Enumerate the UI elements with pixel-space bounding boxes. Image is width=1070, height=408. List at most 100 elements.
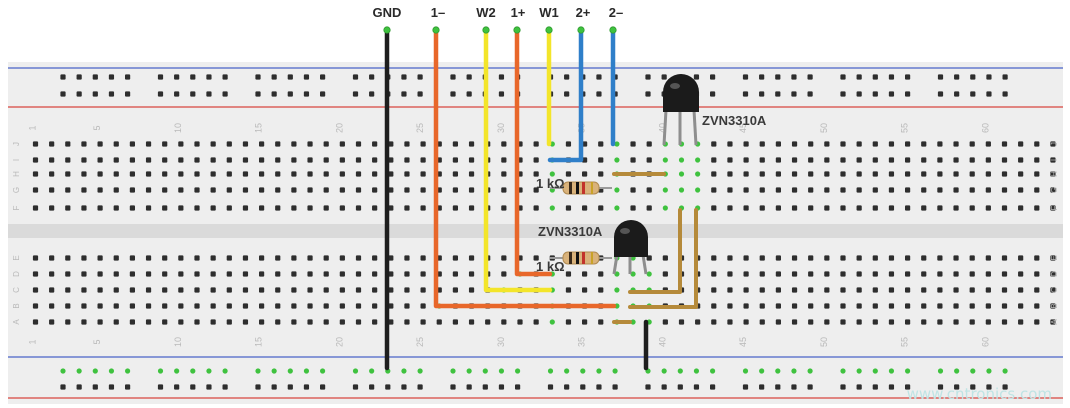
rail-hole <box>466 74 472 80</box>
hole <box>985 141 991 147</box>
hole <box>969 157 975 163</box>
hole <box>921 205 927 211</box>
hole <box>759 157 765 163</box>
rail-hole-active <box>775 368 781 374</box>
rail-hole-active <box>303 368 310 374</box>
hole-active <box>662 157 668 163</box>
rail-hole <box>125 74 131 80</box>
rail-hole-active <box>369 368 375 374</box>
hole <box>856 271 862 277</box>
hole <box>291 157 297 163</box>
hole <box>953 255 959 261</box>
hole <box>404 205 410 211</box>
rail-hole-active <box>564 368 570 374</box>
hole <box>323 319 329 325</box>
rail-hole <box>856 91 862 97</box>
column-number: 50 <box>819 337 829 347</box>
hole <box>32 187 39 193</box>
rail-hole-active <box>271 368 277 374</box>
hole <box>323 157 329 163</box>
hole <box>129 141 135 147</box>
hole <box>1001 157 1008 163</box>
hole <box>259 287 265 293</box>
rail-hole <box>287 74 293 80</box>
hole <box>420 319 426 325</box>
hole <box>194 287 200 293</box>
hole <box>711 157 717 163</box>
rail-hole <box>303 384 310 390</box>
rail-hole <box>108 384 115 390</box>
hole <box>1050 187 1056 193</box>
hole <box>388 171 394 177</box>
hole <box>49 187 55 193</box>
hole <box>1050 271 1056 277</box>
hole <box>162 171 168 177</box>
hole <box>242 271 249 277</box>
hole <box>501 319 507 325</box>
hole <box>888 157 895 163</box>
hole <box>468 255 475 261</box>
hole <box>404 141 410 147</box>
resistor-top-label: 1 kΩ <box>536 176 565 191</box>
hole <box>888 171 895 177</box>
hole <box>129 319 135 325</box>
rail-hole <box>645 384 651 390</box>
hole <box>533 157 539 163</box>
hole <box>727 271 733 277</box>
rail-hole <box>986 91 992 97</box>
row-letter: B <box>1050 303 1059 308</box>
hole <box>791 205 798 211</box>
rail-hole <box>596 74 602 80</box>
rail-hole-active <box>547 368 554 374</box>
hole <box>275 303 281 309</box>
hole <box>226 205 232 211</box>
hole <box>113 303 119 309</box>
hole <box>872 187 878 193</box>
rail-hole <box>645 74 651 80</box>
hole <box>630 205 636 211</box>
rail-hole <box>206 384 212 390</box>
hole <box>598 287 604 293</box>
hole <box>307 255 313 261</box>
hole <box>937 271 943 277</box>
hole <box>194 255 200 261</box>
hole <box>582 287 588 293</box>
hole <box>888 319 895 325</box>
rail-hole <box>759 74 765 80</box>
hole <box>404 187 410 193</box>
hole <box>226 255 232 261</box>
hole <box>210 187 216 193</box>
hole <box>856 303 862 309</box>
hole <box>1001 141 1008 147</box>
rail-hole <box>271 91 277 97</box>
rail-hole <box>759 384 765 390</box>
hole-active <box>630 319 636 325</box>
rail-hole <box>498 384 505 390</box>
rail-hole <box>612 384 618 390</box>
rail-hole <box>352 74 359 80</box>
hole-active <box>549 205 555 211</box>
hole <box>888 303 895 309</box>
hole <box>452 171 458 177</box>
hole <box>485 319 491 325</box>
row-letter: C <box>12 287 21 293</box>
column-number: 40 <box>657 337 667 347</box>
hole <box>194 319 200 325</box>
hole <box>937 141 943 147</box>
hole <box>711 205 717 211</box>
hole <box>856 157 862 163</box>
hole <box>840 271 846 277</box>
hole <box>404 171 410 177</box>
hole <box>985 287 991 293</box>
rail-hole <box>255 91 261 97</box>
hole <box>775 271 781 277</box>
hole <box>452 205 458 211</box>
hole <box>840 205 846 211</box>
rail-hole <box>888 384 895 390</box>
hole <box>743 141 749 147</box>
hole <box>145 255 152 261</box>
hole <box>1018 171 1024 177</box>
hole <box>65 171 71 177</box>
hole <box>646 187 652 193</box>
hole <box>808 141 814 147</box>
